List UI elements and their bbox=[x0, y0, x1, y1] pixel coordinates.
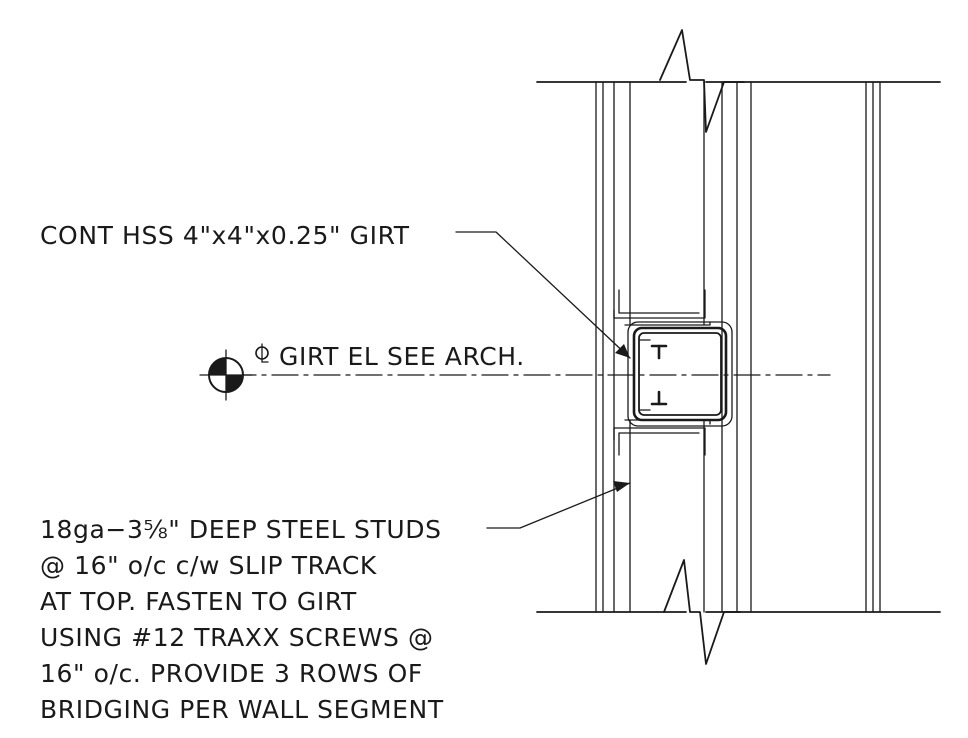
wall-edges bbox=[536, 81, 941, 613]
stud-note-line-4: USING #12 TRAXX SCREWS @ bbox=[40, 623, 434, 652]
break-lines bbox=[659, 29, 745, 665]
stud-note: 18ga−3⅝" DEEP STEEL STUDS @ 16" o/c c/w … bbox=[40, 515, 444, 724]
elevation-target-symbol bbox=[199, 349, 253, 401]
hss-girt bbox=[627, 321, 733, 427]
centerline-symbol bbox=[255, 343, 269, 363]
wall-vertical-lines bbox=[595, 81, 881, 613]
stud-note-line-3: AT TOP. FASTEN TO GIRT bbox=[40, 587, 357, 616]
girt-label: CONT HSS 4"x4"x0.25" GIRT bbox=[40, 221, 410, 250]
stud-note-line-2: @ 16" o/c c/w SLIP TRACK bbox=[40, 551, 377, 580]
centerline-label: GIRT EL SEE ARCH. bbox=[279, 342, 525, 371]
stud-note-line-5: 16" o/c. PROVIDE 3 ROWS OF bbox=[40, 659, 423, 688]
lower-stud-track bbox=[613, 419, 711, 456]
stud-note-line-1: 18ga−3⅝" DEEP STEEL STUDS bbox=[40, 515, 442, 544]
leaders bbox=[455, 231, 631, 529]
screw-fasteners bbox=[639, 339, 668, 411]
upper-stud-track bbox=[613, 289, 711, 326]
stud-note-line-6: BRIDGING PER WALL SEGMENT bbox=[40, 695, 444, 724]
